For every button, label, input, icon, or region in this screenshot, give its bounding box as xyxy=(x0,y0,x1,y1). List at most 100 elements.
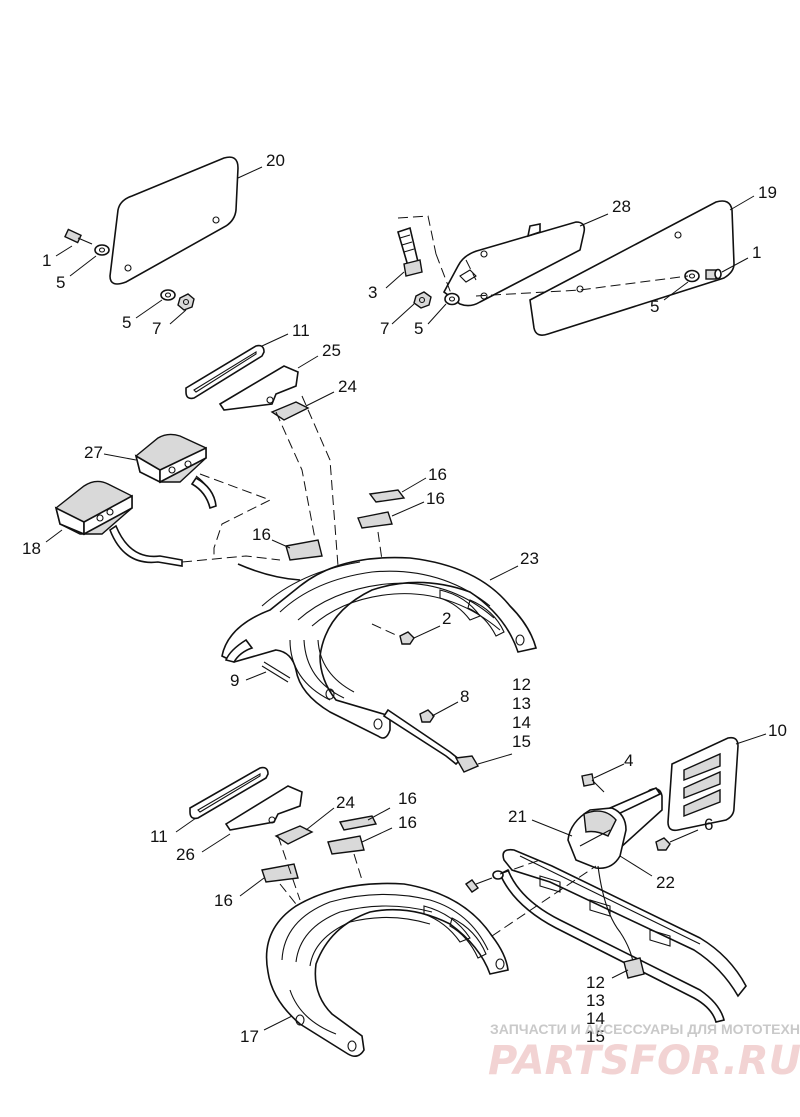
routing-line-a xyxy=(199,473,272,556)
pad-16-c xyxy=(285,539,323,561)
lens-11-upper xyxy=(185,344,265,400)
screw-4 xyxy=(581,773,605,793)
callout-12: 12 xyxy=(586,973,605,992)
callout-16: 16 xyxy=(214,891,233,910)
nut-7-right xyxy=(413,291,432,309)
gasket-25 xyxy=(218,365,299,411)
bolt-3 xyxy=(397,226,423,277)
callout-15: 15 xyxy=(512,732,531,751)
pad-16-d xyxy=(338,815,378,831)
callout-12: 12 xyxy=(512,675,531,694)
nut-6 xyxy=(655,837,671,851)
plate-bracket-10 xyxy=(667,736,739,832)
callout-5: 5 xyxy=(650,297,659,316)
callout-22: 22 xyxy=(656,873,675,892)
callout-24: 24 xyxy=(338,377,357,396)
connector-plug-lower xyxy=(623,957,645,979)
wire-lamp-27 xyxy=(190,476,217,510)
callout-25: 25 xyxy=(322,341,341,360)
callout-16: 16 xyxy=(398,813,417,832)
callout-13: 13 xyxy=(586,991,605,1010)
callout-5: 5 xyxy=(56,273,65,292)
callout-7: 7 xyxy=(380,319,389,338)
wire-harness-connector xyxy=(382,708,462,766)
leader-lines xyxy=(45,166,767,1031)
callout-11: 11 xyxy=(150,827,168,846)
callout-28: 28 xyxy=(612,197,631,216)
callout-24: 24 xyxy=(336,793,355,812)
callout-5: 5 xyxy=(122,313,131,332)
wire-harness-lower xyxy=(597,865,635,969)
callout-1: 1 xyxy=(752,243,761,262)
callout-26: 26 xyxy=(176,845,195,864)
fender-attach-line xyxy=(491,865,597,937)
housing-21 xyxy=(567,807,627,870)
bolt-lower xyxy=(464,870,504,893)
lower-pad-line-b xyxy=(353,853,363,881)
callout-27: 27 xyxy=(84,443,103,462)
callout-18: 18 xyxy=(22,539,41,558)
callout-9: 9 xyxy=(230,671,239,690)
callout-16: 16 xyxy=(426,489,445,508)
callout-8: 8 xyxy=(460,687,469,706)
callout-19: 19 xyxy=(758,183,777,202)
assembly-line-plate xyxy=(465,259,689,297)
wire-harness-upper xyxy=(237,563,301,581)
lower-pad-line-a xyxy=(277,835,301,901)
rear-fender-lower xyxy=(265,882,509,1058)
pad-24-upper xyxy=(270,401,310,421)
callout-4: 4 xyxy=(624,751,633,770)
nut-7-left xyxy=(177,293,195,311)
bolt-line xyxy=(499,859,541,875)
wire-lamp-18 xyxy=(109,524,183,567)
callout-20: 20 xyxy=(266,151,285,170)
callout-2: 2 xyxy=(442,609,451,628)
lower-pad-line-c xyxy=(279,883,297,905)
callout-3: 3 xyxy=(368,283,377,302)
callout-15: 15 xyxy=(586,1027,605,1046)
callout-17: 17 xyxy=(240,1027,259,1046)
license-plate xyxy=(109,156,239,285)
rear-fender-upper xyxy=(221,556,537,739)
washer-5-right-a xyxy=(444,292,460,306)
callout-16: 16 xyxy=(428,465,447,484)
callout-13: 13 xyxy=(512,694,531,713)
watermark-tagline: ЗАПЧАСТИ И АКСЕССУАРЫ ДЛЯ МОТОТЕХНИКИ xyxy=(490,1021,800,1037)
callout-23: 23 xyxy=(520,549,539,568)
screw-2-line xyxy=(371,623,399,637)
nut-8 xyxy=(419,709,435,723)
gasket-26 xyxy=(224,785,303,831)
assembly-line-bolt xyxy=(397,215,453,297)
callout-14: 14 xyxy=(586,1009,605,1028)
pad-24-lower xyxy=(274,825,314,845)
routing-line-b xyxy=(181,555,281,563)
callout-7: 7 xyxy=(152,319,161,338)
callout-16: 16 xyxy=(398,789,417,808)
connector-plug-upper xyxy=(454,755,480,773)
routing-line-c xyxy=(275,411,317,545)
mount-bracket xyxy=(442,221,586,307)
callout-11: 11 xyxy=(292,321,310,340)
routing-line-d xyxy=(301,395,339,567)
callout-6: 6 xyxy=(704,815,713,834)
watermark: ЗАПЧАСТИ И АКСЕССУАРЫ ДЛЯ МОТОТЕХНИКИ PA… xyxy=(488,1021,800,1084)
license-plate-right xyxy=(529,200,735,336)
clip-9-edge xyxy=(261,665,289,683)
callout-1: 1 xyxy=(42,251,51,270)
screw-2 xyxy=(399,631,415,645)
callout-14: 14 xyxy=(512,713,531,732)
pad-16-e xyxy=(327,835,365,855)
pad-16-a xyxy=(368,489,406,503)
lamp-27 xyxy=(134,433,213,501)
washer-5-lower xyxy=(160,289,176,301)
watermark-brand: PARTSFOR.RU xyxy=(488,1038,800,1084)
pad-16-b xyxy=(357,511,393,529)
fender-strut xyxy=(498,848,747,1023)
callout-21: 21 xyxy=(508,807,527,826)
screw-1-right xyxy=(705,268,722,280)
callout-10: 10 xyxy=(768,721,787,740)
callout-5: 5 xyxy=(414,319,423,338)
lamp-18 xyxy=(54,480,133,536)
